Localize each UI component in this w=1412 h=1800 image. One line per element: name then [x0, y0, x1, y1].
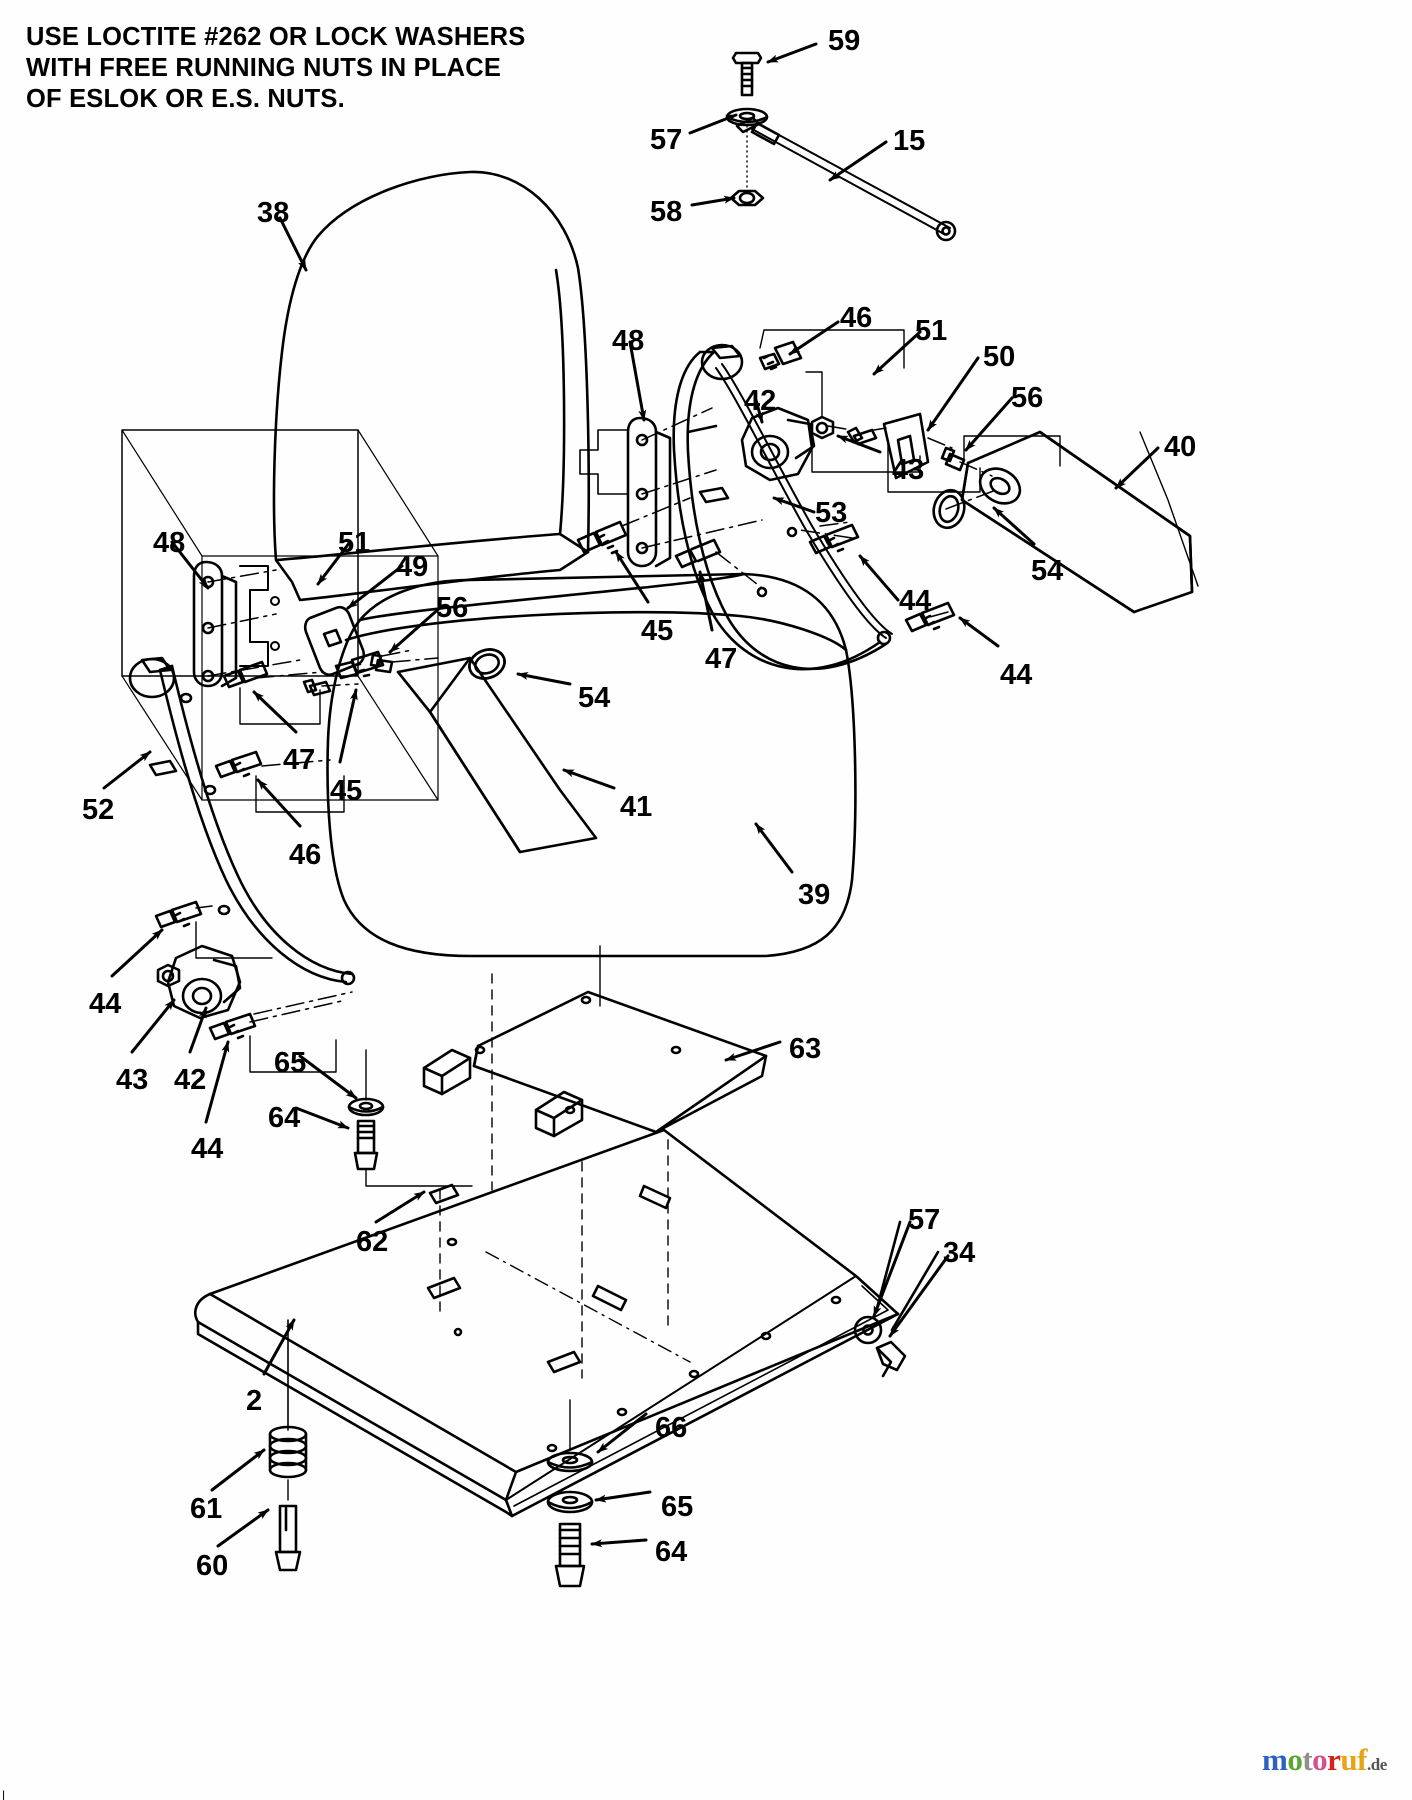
lock-nut-43-upper — [810, 415, 835, 440]
callout-shoulder-bolt-34: 34 — [943, 1237, 976, 1269]
knob-42-upper — [740, 406, 816, 482]
motoruf-watermark: motoruf.de — [1262, 1742, 1387, 1778]
callout-screw-56: 56 — [436, 592, 469, 624]
hinge-bracket-48-right — [579, 416, 672, 568]
callout-flat-washer-66: 66 — [655, 1412, 688, 1444]
watermark-letter: f — [1357, 1742, 1367, 1777]
watermark-letter: m — [1262, 1742, 1288, 1777]
fastener-group — [154, 340, 966, 1041]
spring-bolt-stack — [268, 1319, 308, 1572]
watermark-letter: t — [1302, 1742, 1313, 1777]
callout-retaining-ring-54: 54 — [578, 682, 611, 714]
callout-screw-56: 56 — [1011, 382, 1044, 414]
seat-bottom-cushion — [326, 572, 857, 958]
callout-retaining-ring-54: 54 — [1031, 555, 1064, 587]
lock-nut-43-lower — [156, 963, 181, 988]
callout-seat-mount-plate-63: 63 — [789, 1033, 822, 1065]
callout-hex-bolt-47: 47 — [283, 744, 316, 776]
watermark-letter: r — [1327, 1742, 1341, 1777]
arm-rest-40 — [932, 430, 1194, 614]
retaining-ring-54-left — [468, 648, 506, 680]
assembly-note-line-1: USE LOCTITE #262 OR LOCK WASHERS — [26, 23, 526, 51]
callout-hinge-bracket-48: 48 — [153, 527, 186, 559]
callout-seat-bottom-cushion-39: 39 — [798, 879, 831, 911]
callout-lock-nut-43: 43 — [116, 1064, 149, 1096]
right-side-panel — [672, 343, 892, 671]
callout-latch-plate-50: 50 — [983, 341, 1016, 373]
callout-carriage-bolt-45: 45 — [330, 775, 363, 807]
seat-spring-rod-53 — [715, 363, 893, 639]
callout-shoulder-bolt-60: 60 — [196, 1550, 229, 1582]
callout-hex-bolt-46: 46 — [840, 302, 873, 334]
callout-hex-bolt-44: 44 — [89, 988, 122, 1020]
callout-screw-51: 51 — [338, 527, 371, 559]
watermark-letter: u — [1340, 1742, 1358, 1777]
callout-flat-washer-57: 57 — [908, 1204, 941, 1236]
callout-hex-bolt-44: 44 — [1000, 659, 1033, 691]
corner-mark: | — [2, 1788, 6, 1800]
latch-plate-50 — [882, 412, 930, 480]
callout-screw-51: 51 — [915, 315, 948, 347]
seat-pan-2 — [194, 973, 900, 1518]
assembly-note-line-3: OF ESLOK OR E.S. NUTS. — [26, 85, 345, 113]
callout-hex-bolt-46: 46 — [289, 839, 322, 871]
watermark-suffix: .de — [1367, 1755, 1387, 1774]
watermark-letter: o — [1312, 1742, 1328, 1777]
washer-bolt-stack-bottom — [546, 1399, 594, 1588]
callout-hex-bolt-64: 64 — [655, 1536, 688, 1568]
callout-hex-bolt-44: 44 — [899, 585, 932, 617]
washer-shoulderbolt-bottom-right — [853, 1315, 907, 1378]
callout-compression-spring-61: 61 — [190, 1493, 223, 1525]
leader-lines — [102, 42, 1160, 1548]
watermark-letter: o — [1287, 1742, 1303, 1777]
callout-latch-bracket-49: 49 — [396, 551, 429, 583]
callout-hex-nut-58: 58 — [650, 196, 683, 228]
callout-hex-bolt-64: 64 — [268, 1102, 301, 1134]
callout-seat-side-panel-52: 52 — [82, 794, 115, 826]
callout-arm-rest-pad-41: 41 — [620, 791, 653, 823]
callout-lock-washer-65: 65 — [274, 1047, 307, 1079]
callout-seat-spring-rod-53: 53 — [815, 497, 848, 529]
callout-rod-link-15: 15 — [893, 125, 926, 157]
callout-hinge-bracket-48: 48 — [612, 325, 645, 357]
callout-knob-42: 42 — [174, 1064, 207, 1096]
callout-knob-42: 42 — [744, 385, 777, 417]
callout-slot-tab-62: 62 — [356, 1226, 389, 1258]
callout-hex-bolt-59: 59 — [828, 25, 861, 57]
callout-seat-back-cushion-38: 38 — [257, 197, 290, 229]
assembly-note: USE LOCTITE #262 OR LOCK WASHERS WITH FR… — [26, 22, 666, 115]
seat-back-frame-left — [239, 565, 280, 667]
callout-arm-rest-pad-40: 40 — [1164, 431, 1197, 463]
callout-lock-nut-43: 43 — [892, 454, 925, 486]
callout-lock-washer-65: 65 — [661, 1491, 694, 1523]
callout-hex-bolt-47: 47 — [705, 643, 738, 675]
callout-seat-pan-2: 2 — [246, 1385, 263, 1417]
callout-flat-washer-57: 57 — [650, 124, 683, 156]
assembly-note-line-2: WITH FREE RUNNING NUTS IN PLACE — [26, 54, 502, 82]
callout-hex-bolt-44: 44 — [191, 1133, 224, 1165]
left-side-panel-52 — [128, 656, 356, 986]
seat-mount-plate-63 — [422, 990, 768, 1138]
seat-back-cushion — [272, 170, 590, 602]
callout-carriage-bolt-45: 45 — [641, 615, 674, 647]
washer-bolt-stack-left — [347, 1049, 385, 1171]
